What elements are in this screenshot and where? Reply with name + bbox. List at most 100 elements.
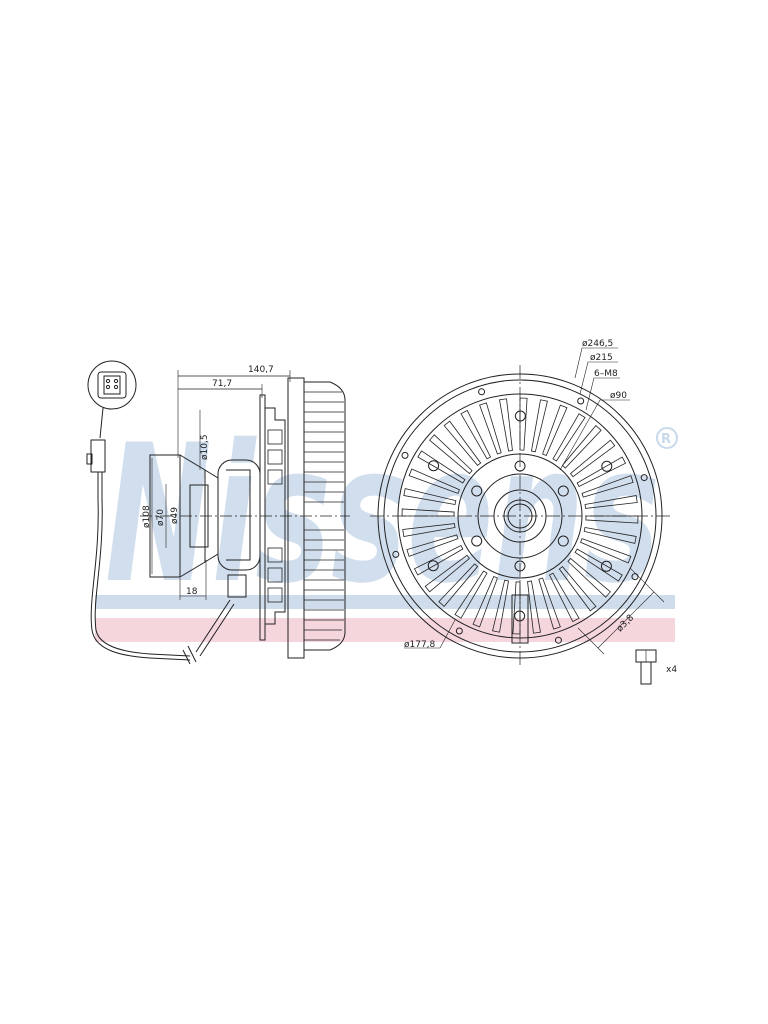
- dim-diameter-70: ø70: [156, 509, 166, 526]
- bolt-hole: [601, 460, 613, 472]
- fin: [403, 488, 457, 506]
- fin: [574, 548, 623, 582]
- leader-246-5: [574, 347, 618, 379]
- sensor-housing: [227, 574, 247, 598]
- fin: [558, 566, 597, 612]
- watermark-logo-text: Nissens: [105, 404, 660, 625]
- dim-diameter-49: ø49: [170, 507, 180, 524]
- bolt-hole: [427, 560, 439, 572]
- fin: [454, 570, 488, 619]
- bolt-hole: [514, 610, 526, 622]
- dim-3-8-line: [597, 591, 655, 649]
- clutch-body-steps: [265, 407, 286, 625]
- connector-pin: [113, 384, 119, 390]
- connector-latch: [86, 453, 93, 465]
- bolt-hole: [471, 485, 483, 497]
- bolt-hole: [631, 573, 639, 581]
- fin: [472, 576, 498, 628]
- dim-hub-diameter: ø90: [610, 391, 627, 401]
- bolt-hole: [455, 627, 463, 635]
- bolt-hole: [557, 485, 569, 497]
- dim-outer-diameter: ø246,5: [582, 339, 613, 349]
- fin: [580, 538, 632, 564]
- fin: [576, 456, 627, 488]
- bolt-hole: [554, 636, 562, 644]
- fin: [492, 579, 510, 633]
- detail-leader-line: [99, 407, 104, 439]
- leader-90: [559, 399, 630, 471]
- cooling-fins: [304, 391, 344, 641]
- bolt-hole: [401, 451, 409, 459]
- cable: [90, 472, 191, 661]
- watermark-red-band: [95, 618, 675, 642]
- bolt-hole: [600, 560, 612, 572]
- connector-pin: [105, 384, 111, 390]
- fin: [542, 404, 568, 456]
- dim-3-8-ext-a: [629, 567, 665, 603]
- clutch-body-ribs: [267, 429, 283, 603]
- fin: [530, 399, 548, 453]
- connector-pin-block: [103, 375, 121, 395]
- connector-detail-circle: [87, 360, 137, 410]
- bolt-shank: [640, 661, 652, 685]
- fin: [584, 495, 638, 509]
- sensor-slot: [511, 594, 529, 644]
- fin: [402, 523, 456, 537]
- connector-pin: [105, 378, 111, 384]
- fin: [460, 409, 492, 460]
- side-view: [140, 370, 350, 659]
- mounting-plate: [287, 377, 305, 659]
- connector-body: [90, 439, 106, 473]
- dim-bolt-circle-inner: ø177,8: [404, 640, 436, 650]
- bolt-hole: [557, 535, 569, 547]
- drive-pulley-inner: [226, 469, 251, 561]
- fin: [552, 413, 586, 462]
- dim-hub-length: 71,7: [212, 379, 232, 389]
- bolt-callout: [635, 649, 657, 685]
- front-view: [370, 347, 672, 668]
- fin: [567, 557, 611, 598]
- fin: [429, 434, 473, 475]
- leader-6-m8: [585, 377, 620, 411]
- fin: [413, 544, 464, 576]
- fin: [424, 554, 470, 593]
- fin: [443, 420, 482, 466]
- fin: [570, 439, 616, 478]
- dim-diameter-108: ø108: [142, 505, 152, 528]
- connector-plug-body: [97, 371, 127, 399]
- watermark: Nissens R: [95, 404, 678, 642]
- watermark-registered-circle: [656, 427, 678, 449]
- fin: [538, 577, 561, 630]
- fin: [479, 402, 502, 455]
- cable-inner: [94, 472, 191, 657]
- dim-thread: 6–M8: [594, 369, 618, 379]
- fin: [527, 580, 541, 634]
- clutch-body-profile: [259, 394, 266, 641]
- fin: [408, 468, 460, 494]
- fin: [499, 398, 513, 452]
- side-view-dimension-labels: 140,7 71,7 ø10,5 ø108 ø70 ø49 18: [142, 365, 274, 597]
- finned-cover-outline: [304, 381, 346, 651]
- dim-diameter-10-5: ø10,5: [200, 434, 210, 460]
- leader-215: [579, 361, 618, 395]
- bolt-hole: [478, 388, 486, 396]
- bolt-hole: [514, 410, 526, 422]
- bolt-quantity: x4: [666, 665, 677, 675]
- bolt-hole: [640, 474, 648, 482]
- watermark-registered-mark: R: [661, 432, 671, 447]
- cable-to-sensor: [195, 599, 235, 657]
- connector-pin: [113, 378, 119, 384]
- dim-overall-length: 140,7: [248, 365, 274, 375]
- bolt-hole: [428, 460, 440, 472]
- cable-break-mark: [182, 645, 197, 665]
- fin: [561, 425, 602, 469]
- fin: [548, 572, 580, 623]
- radial-fins: [401, 397, 639, 635]
- fin: [417, 450, 466, 484]
- fin: [581, 475, 634, 498]
- dim-offset-18: 18: [186, 587, 198, 597]
- bolt-hole: [577, 397, 585, 405]
- dim-bolt-circle-outer: ø215: [590, 353, 613, 363]
- fin: [406, 534, 459, 557]
- connector-assembly: [86, 360, 235, 665]
